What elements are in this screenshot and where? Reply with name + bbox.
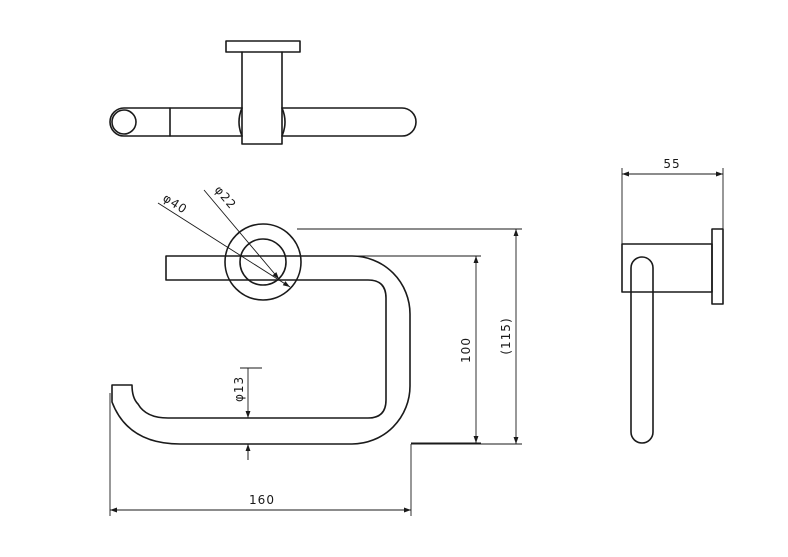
top-view-rod-left bbox=[109, 107, 243, 137]
front-view-flange bbox=[224, 223, 302, 301]
dimension-flange-label: φ40 bbox=[160, 191, 190, 217]
top-view-post-collar bbox=[238, 107, 286, 137]
dimension-height-bar: 100 bbox=[297, 255, 481, 444]
dimension-rod-diameter: φ13 bbox=[232, 367, 262, 460]
side-view-flange bbox=[711, 228, 724, 305]
dimension-post-label: φ22 bbox=[212, 183, 240, 212]
dimension-rod-label: φ13 bbox=[232, 376, 246, 402]
dimension-depth: 55 bbox=[621, 157, 724, 244]
front-view bbox=[111, 223, 411, 445]
dimension-height-overall: (115) bbox=[297, 228, 522, 445]
top-view bbox=[109, 40, 417, 145]
side-view bbox=[621, 228, 724, 444]
top-view-rod-right bbox=[281, 107, 417, 137]
dimension-width-label: 160 bbox=[249, 493, 275, 507]
front-view-post bbox=[239, 238, 287, 286]
top-view-post bbox=[241, 51, 283, 145]
dimension-depth-label: 55 bbox=[663, 157, 680, 171]
dimension-height-overall-label: (115) bbox=[499, 317, 513, 354]
dimension-width: 160 bbox=[109, 393, 412, 516]
dimension-height-bar-label: 100 bbox=[459, 337, 473, 363]
front-view-holder-outline bbox=[111, 255, 411, 445]
dimension-post-leader bbox=[203, 189, 280, 280]
side-view-rod bbox=[630, 256, 654, 444]
top-view-flange bbox=[225, 40, 301, 53]
side-view-body bbox=[621, 243, 713, 293]
top-view-rod-end bbox=[111, 109, 137, 135]
dimension-flange-leader bbox=[157, 202, 291, 288]
